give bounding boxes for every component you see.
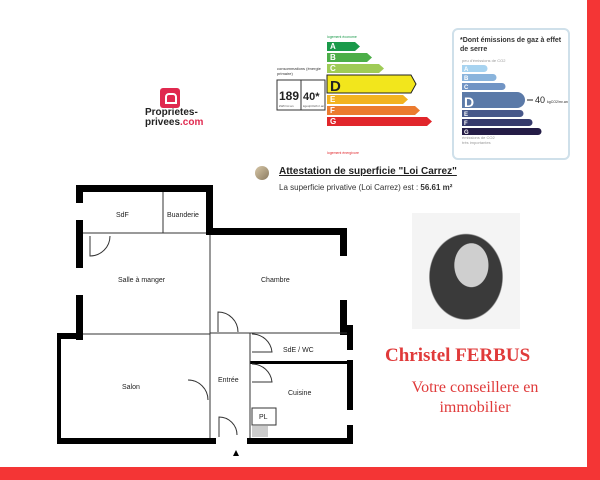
ges-class-letter: F [464,121,468,127]
house-icon [160,88,180,108]
loi-carrez-attestation: Attestation de superficie "Loi Carrez" L… [255,166,457,192]
ges-class-F [462,119,533,126]
ges-class-letter: E [464,112,468,118]
energy-consumption-value: 189 [279,89,299,103]
ges-class-G [462,128,542,135]
dpe-class-letter: F [330,106,335,115]
dpe-class-letter: E [330,95,336,104]
dpe-class-letter: G [330,117,336,126]
attestation-logo-icon [255,166,269,180]
logo-line2-domain: .com [180,117,204,128]
ges-class-B [462,74,497,81]
room-label: Buanderie [167,212,199,219]
dpe-bottom-note: logement énergivore [327,151,359,155]
ges-class-E [462,110,524,117]
dpe-class-F [327,106,420,115]
ges-class-letter: B [464,76,469,82]
dpe-class-D [326,74,417,94]
ges-class-letter: C [464,85,469,91]
surface-area: 56.61 m² [420,183,453,192]
dpe-class-G [327,117,432,126]
ges-class-A [462,65,488,72]
ges-title: *Dont émissions de gaz à effet de serre [460,37,562,53]
room-label: PL [259,414,268,421]
ges-label: *Dont émissions de gaz à effet de serre … [452,28,570,160]
dpe-class-B [327,53,372,62]
dpe-class-letter: C [330,64,336,73]
ges-note-top: peu d'émissions de CO2 [462,58,506,63]
room-label: Cuisine [288,390,311,397]
dpe-class-letter: A [330,42,336,51]
logo-line1: Proprietes- [145,107,198,118]
dpe-class-letter: D [330,78,341,95]
agent-name: Christel FERBUS [385,345,531,366]
room-label: SdE / WC [283,347,314,354]
propriete-privees-logo: Proprietes-privees.com [145,88,203,128]
room-label: Salon [122,384,140,391]
agent-role: Votre conseillere en immobilier [411,379,539,416]
attestation-title: Attestation de superficie "Loi Carrez" [279,166,457,177]
ges-unit: kgCO2/m².an [547,100,568,104]
ges-class-C [462,83,506,90]
room-label: Entrée [218,377,239,384]
ges-class-letter: D [464,94,474,110]
dpe-consumption-label: consommations (énergie primaire) [277,66,321,76]
dpe-class-letter: B [330,53,336,62]
agent-photo [412,213,520,329]
logo-line2: privees [145,117,181,128]
dpe-class-A [327,42,360,51]
room-label: Chambre [261,277,290,284]
unit-2: kgéqCO2/m².an [303,104,325,108]
unit-1: kWh/m².an [279,104,294,108]
ges-class-letter: A [464,67,469,73]
attestation-text: La superficie privative (Loi Carrez) est… [279,183,421,192]
entrance-arrow-icon [233,450,239,456]
room-label: Salle à manger [118,277,166,284]
dpe-class-E [327,95,408,104]
dpe-top-note: logement économe [327,35,357,39]
emissions-value: 40* [303,91,320,103]
ges-class-D [462,92,525,108]
room-label: SdF [116,212,129,219]
ges-value: 40 [535,95,545,105]
ges-note-bottom: émissions de CO2 très importantes [462,135,495,145]
dpe-class-C [327,64,384,73]
ges-class-letter: G [464,130,469,136]
